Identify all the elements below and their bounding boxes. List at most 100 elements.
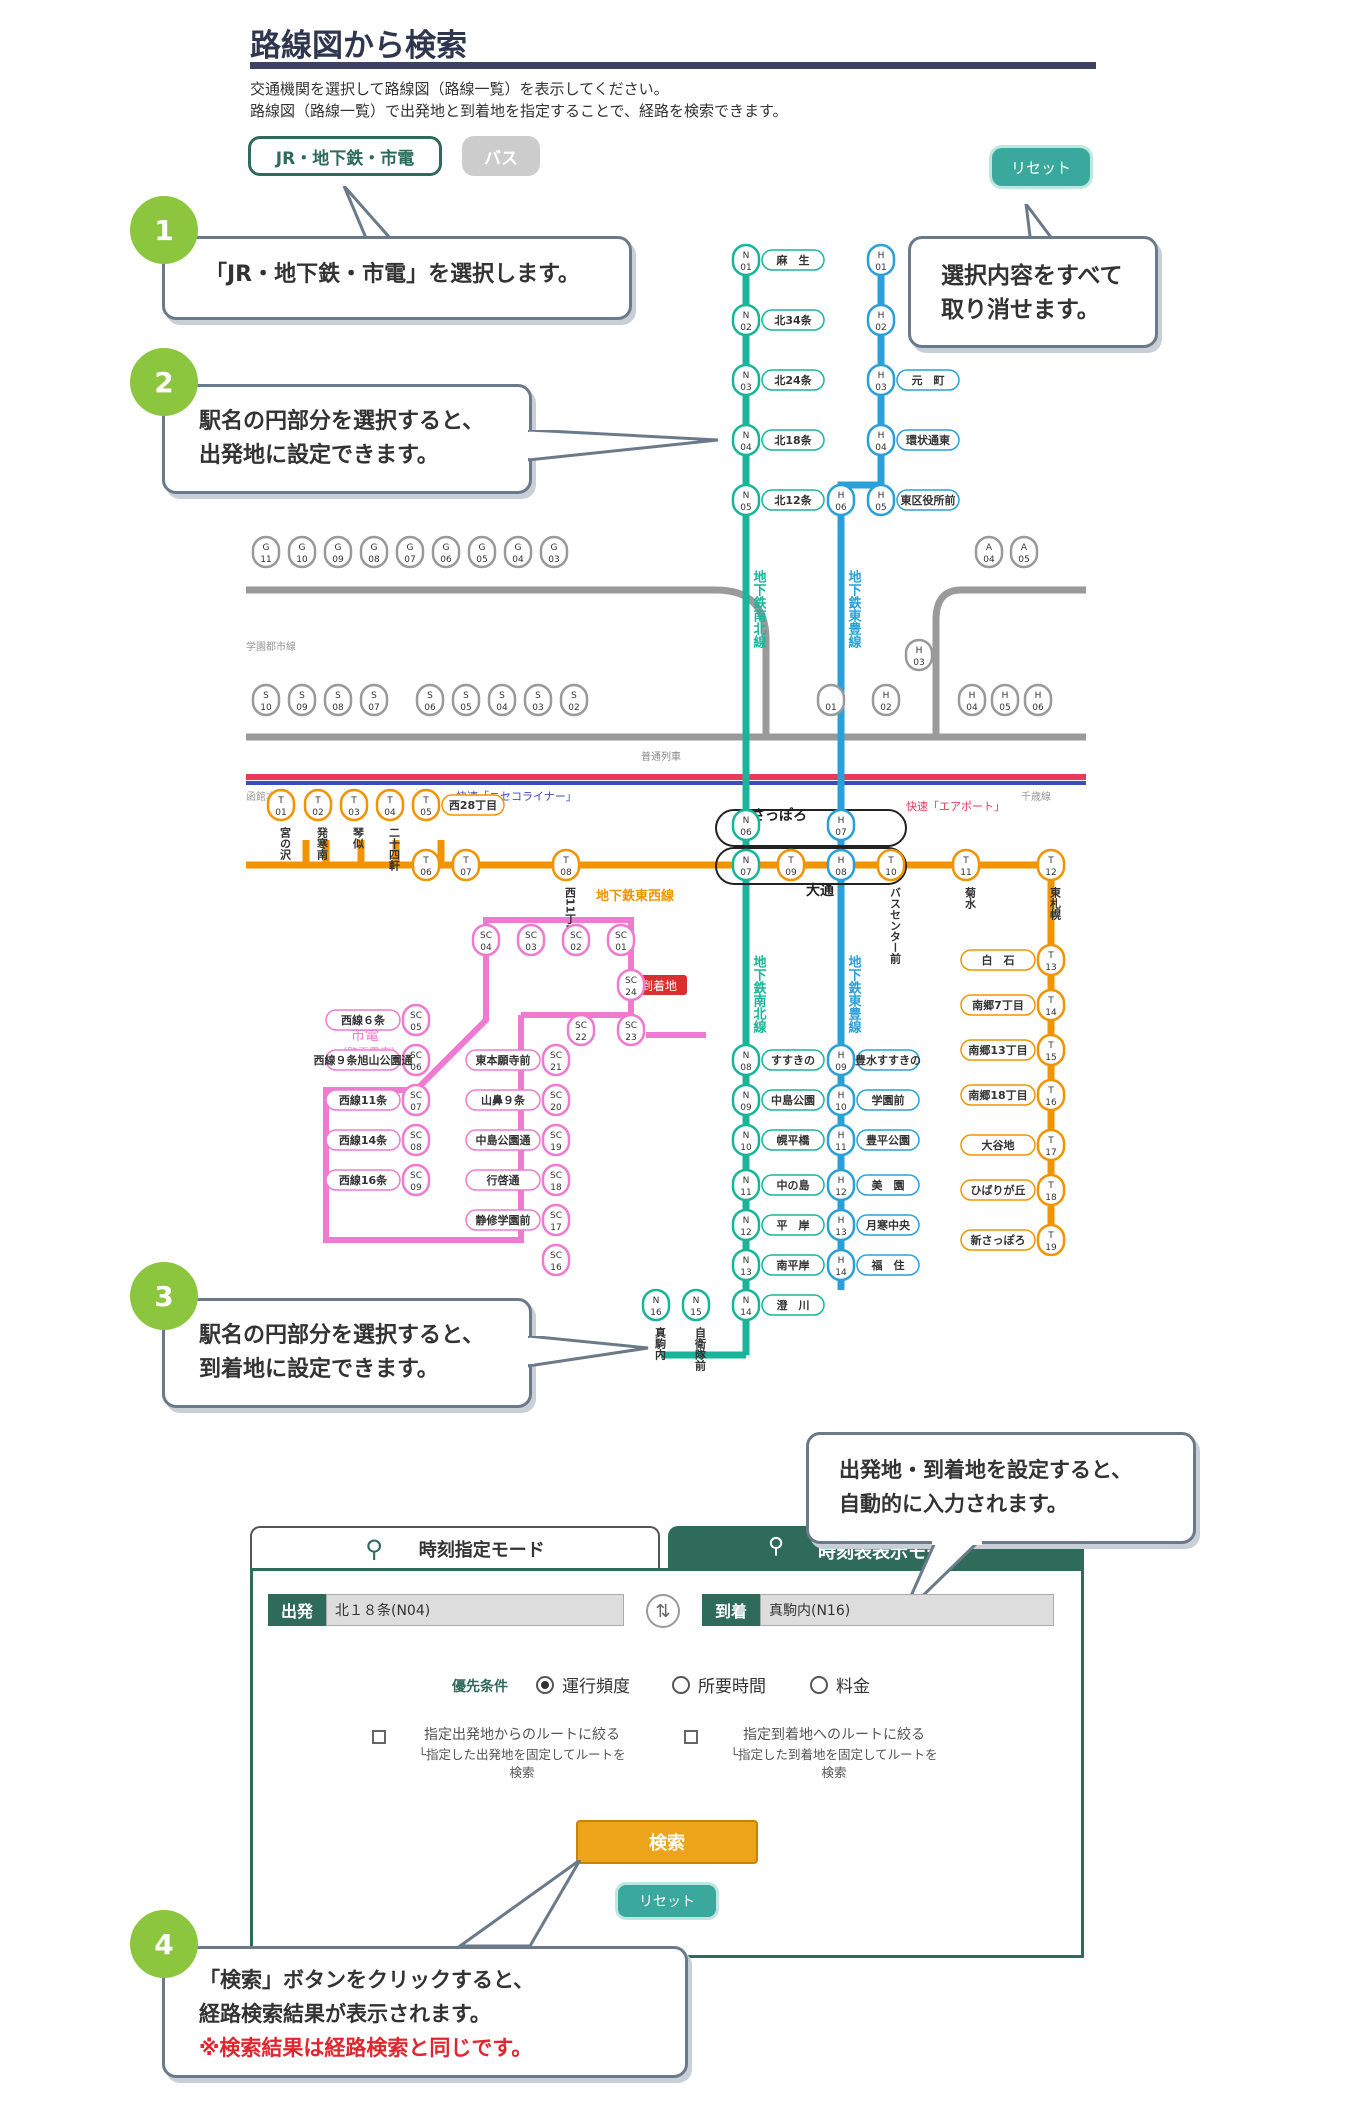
option-fare[interactable]: 料金: [810, 1672, 870, 1697]
radio-frequency[interactable]: [536, 1675, 554, 1694]
station-s06[interactable]: S06: [415, 683, 445, 717]
station-s10[interactable]: S10: [251, 683, 281, 717]
station-g11[interactable]: G11: [251, 535, 281, 569]
option-duration[interactable]: 所要時間: [672, 1672, 766, 1697]
station-s02[interactable]: S02: [559, 683, 589, 717]
station-g08[interactable]: G08: [359, 535, 389, 569]
station-s03[interactable]: S03: [523, 683, 553, 717]
station-g06[interactable]: G06: [431, 535, 461, 569]
station-t09[interactable]: T09: [776, 848, 806, 882]
checkbox-to-route[interactable]: [684, 1730, 698, 1744]
station-s08[interactable]: S08: [323, 683, 353, 717]
station-jr-h02[interactable]: H02: [871, 683, 901, 717]
jr-subway-tram-button[interactable]: JR・地下鉄・市電: [248, 136, 442, 176]
station-jr-h05[interactable]: H05: [990, 683, 1020, 717]
station-s04[interactable]: S04: [487, 683, 517, 717]
station-h08[interactable]: H08: [826, 848, 856, 882]
station-g09[interactable]: G09: [323, 535, 353, 569]
station-g05[interactable]: G05: [467, 535, 497, 569]
station-h06[interactable]: H06: [826, 483, 856, 517]
station-jr-sapporo[interactable]: 01: [816, 683, 846, 717]
station-s07[interactable]: S07: [359, 683, 389, 717]
option-frequency[interactable]: 運行頻度: [536, 1672, 630, 1697]
station-n07[interactable]: N07: [731, 848, 761, 882]
station-a05[interactable]: A05: [1009, 535, 1039, 569]
radio-duration[interactable]: [672, 1675, 690, 1694]
station-jr-h06[interactable]: H06: [1023, 683, 1053, 717]
station-h01[interactable]: H01: [866, 243, 896, 277]
station-g10[interactable]: G10: [287, 535, 317, 569]
station-g03[interactable]: G03: [539, 535, 569, 569]
station-t06[interactable]: T06: [411, 848, 441, 882]
station-n06[interactable]: N06: [731, 808, 761, 842]
station-jr-h03[interactable]: H03: [904, 638, 934, 672]
swap-icon[interactable]: ⇅: [646, 1594, 680, 1628]
station-h02[interactable]: H02: [866, 303, 896, 337]
checkbox-from-route[interactable]: [372, 1730, 386, 1744]
station-jr-h04[interactable]: H04: [957, 683, 987, 717]
reset-button-form[interactable]: リセット: [618, 1885, 716, 1917]
station-a04[interactable]: A04: [974, 535, 1004, 569]
station-g07[interactable]: G07: [395, 535, 425, 569]
station-s05[interactable]: S05: [451, 683, 481, 717]
station-g04[interactable]: G04: [503, 535, 533, 569]
to-field[interactable]: 真駒内(N16): [760, 1594, 1054, 1626]
bus-button[interactable]: バス: [462, 136, 540, 176]
radio-fare[interactable]: [810, 1675, 828, 1694]
tab-time-specify-mode[interactable]: ⚲ 時刻指定モード: [250, 1526, 660, 1570]
station-h07[interactable]: H07: [826, 808, 856, 842]
reset-button-top[interactable]: リセット: [992, 148, 1090, 186]
